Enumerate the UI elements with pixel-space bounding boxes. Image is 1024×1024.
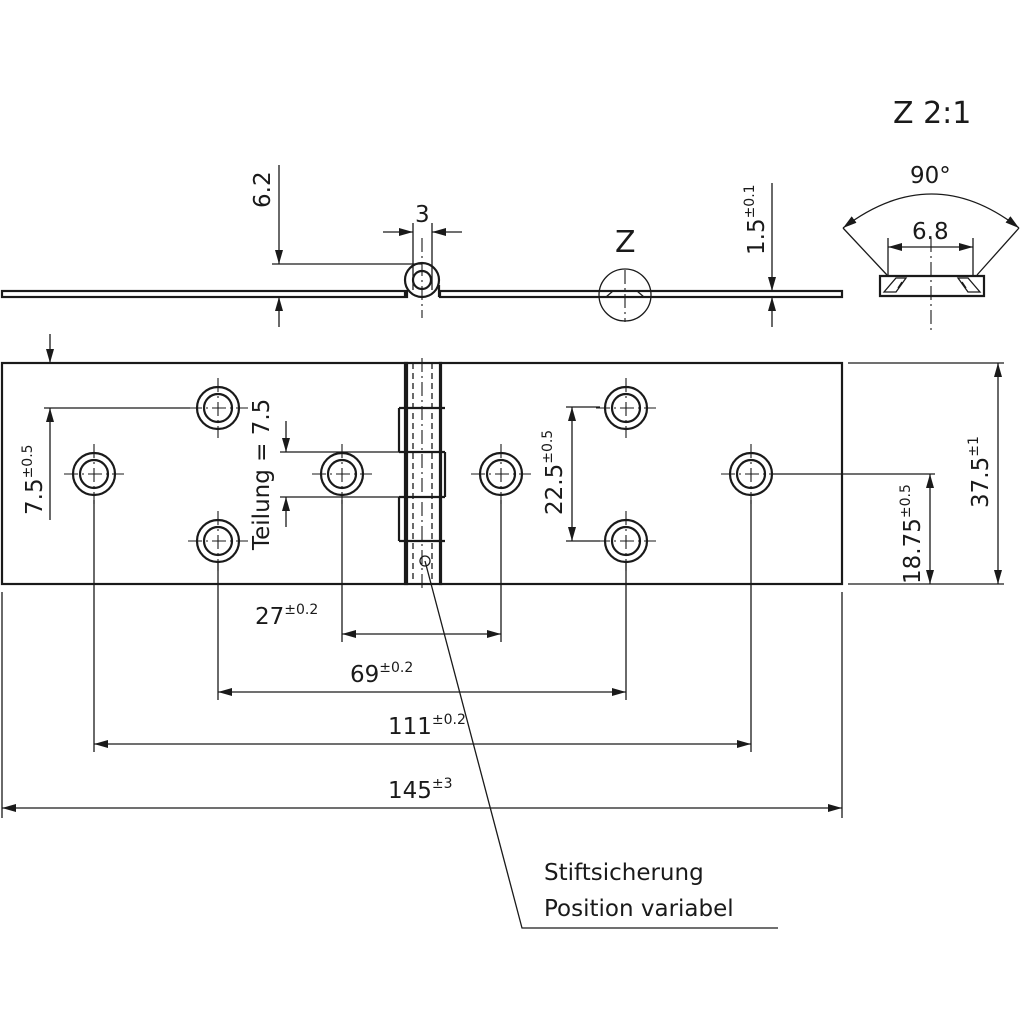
dim-27-value: 27: [255, 604, 284, 630]
barrel-steps: [397, 408, 447, 541]
dim-27-label: 27±0.2: [255, 602, 318, 630]
height-tol: ±1: [966, 436, 982, 457]
offset-label-tol: ±0.5: [20, 444, 36, 478]
detail-marker: Z: [615, 225, 636, 260]
knuckle-joint: [403, 285, 441, 297]
inner-spacing-value: 22.5: [542, 464, 568, 515]
plan-view: 7.5±0.5 Teilung = 7.5 22.5±0.5 18.75±0.5…: [0, 334, 1004, 929]
angle-ray-right: [976, 227, 1020, 276]
inner-spacing-tol: ±0.5: [540, 430, 556, 464]
leaf-left: [0, 289, 409, 299]
dim-69-value: 69: [350, 662, 379, 688]
height-value: 37.5: [968, 457, 994, 508]
mounting-hole: [596, 378, 656, 438]
half-height-value: 18.75: [900, 518, 926, 584]
inner-spacing-label: 22.5±0.5: [540, 430, 568, 515]
dim-27-tol: ±0.2: [284, 602, 318, 618]
detail-title: Z 2:1: [893, 96, 971, 131]
plate-left: [0, 361, 409, 586]
pitch-label: Teilung = 7.5: [249, 399, 275, 551]
angle-ray-left: [842, 227, 888, 276]
holes-group: [64, 378, 781, 571]
hatch-line: [897, 281, 903, 289]
sheet-label: 1.5±0.1: [742, 184, 770, 255]
mounting-hole: [188, 378, 248, 438]
note-leader: [424, 560, 778, 929]
dim-145-label: 145±3: [388, 776, 453, 804]
sheet-label-value: 1.5: [744, 218, 770, 255]
diameter-label: 6.8: [912, 219, 949, 245]
offset-label-value: 7.5: [22, 478, 48, 515]
hatch-right: [956, 277, 982, 293]
pin-lock-icon: [419, 555, 431, 567]
detail-z: Z 2:1 90° 6.8: [842, 96, 1020, 330]
hatch-line: [961, 281, 967, 289]
dim-111-tol: ±0.2: [432, 712, 466, 728]
countersink-mark: [605, 290, 645, 298]
note-line-2: Position variabel: [544, 896, 734, 922]
thickness-label: 6.2: [250, 171, 276, 208]
note-line-1: Stiftsicherung: [544, 860, 704, 886]
barrel-outline: [403, 361, 443, 586]
side-view: 6.2 3 Z 1.5±0.1: [0, 165, 844, 327]
hatch-left: [882, 277, 908, 293]
half-height-tol: ±0.5: [898, 484, 914, 518]
sheet-label-tol: ±0.1: [742, 184, 758, 218]
countersink-section: [878, 274, 986, 298]
offset-label: 7.5±0.5: [20, 444, 48, 515]
angle-arc: [842, 193, 1020, 229]
half-height-label: 18.75±0.5: [898, 484, 926, 584]
height-label: 37.5±1: [966, 436, 994, 508]
dim-145-value: 145: [388, 778, 432, 804]
mounting-hole: [596, 511, 656, 571]
dim-69-label: 69±0.2: [350, 660, 413, 688]
mounting-hole: [312, 444, 372, 504]
knuckle-barrel: [397, 358, 447, 590]
mounting-hole: [471, 444, 531, 504]
dim-111-value: 111: [388, 714, 432, 740]
dim-145-tol: ±3: [432, 776, 453, 792]
dim-69-tol: ±0.2: [379, 660, 413, 676]
knuckle-label: 3: [415, 202, 430, 228]
dim-111-label: 111±0.2: [388, 712, 466, 740]
angle-label: 90°: [910, 163, 951, 189]
mounting-hole: [64, 444, 124, 504]
